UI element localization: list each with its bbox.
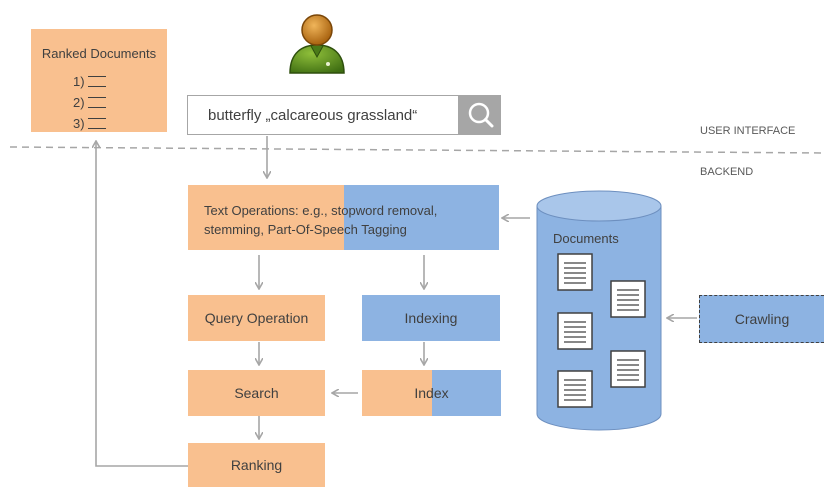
ranked-documents-title: Ranked Documents — [41, 46, 157, 61]
ranked-documents-list: 1) 2) 3) — [73, 71, 107, 134]
text-operations-box: Text Operations: e.g., stopword removal,… — [188, 185, 499, 250]
document-icon — [610, 350, 646, 388]
search-icon — [468, 102, 494, 128]
document-icon — [557, 253, 593, 291]
search-input[interactable]: butterfly „calcareous grassland“ — [187, 95, 459, 135]
document-icon — [610, 280, 646, 318]
list-icon — [88, 76, 107, 88]
list-icon — [88, 97, 107, 109]
document-icon — [557, 370, 593, 408]
search-button[interactable] — [459, 95, 501, 135]
search-query-text: butterfly „calcareous grassland“ — [208, 107, 418, 124]
crawling-box: Crawling — [699, 295, 824, 343]
ui-backend-divider — [9, 146, 824, 154]
list-icon — [88, 118, 107, 130]
documents-label: Documents — [553, 231, 619, 246]
user-interface-label: USER INTERFACE — [700, 125, 796, 137]
index-box: Index — [362, 370, 501, 416]
arrow-ranking-to-results — [96, 142, 188, 467]
ranking-box: Ranking — [188, 443, 325, 487]
backend-label: BACKEND — [700, 166, 754, 178]
document-icon — [557, 312, 593, 350]
query-operation-box: Query Operation — [188, 295, 325, 341]
ranked-item-2: 2) — [73, 92, 107, 113]
user-icon — [289, 14, 345, 74]
ranked-item-1: 1) — [73, 71, 107, 92]
search-box: Search — [188, 370, 325, 416]
ranked-item-3: 3) — [73, 113, 107, 134]
ranked-documents-panel: Ranked Documents 1) 2) 3) — [31, 29, 167, 132]
text-operations-label: Text Operations: e.g., stopword removal,… — [204, 203, 438, 237]
indexing-box: Indexing — [362, 295, 500, 341]
